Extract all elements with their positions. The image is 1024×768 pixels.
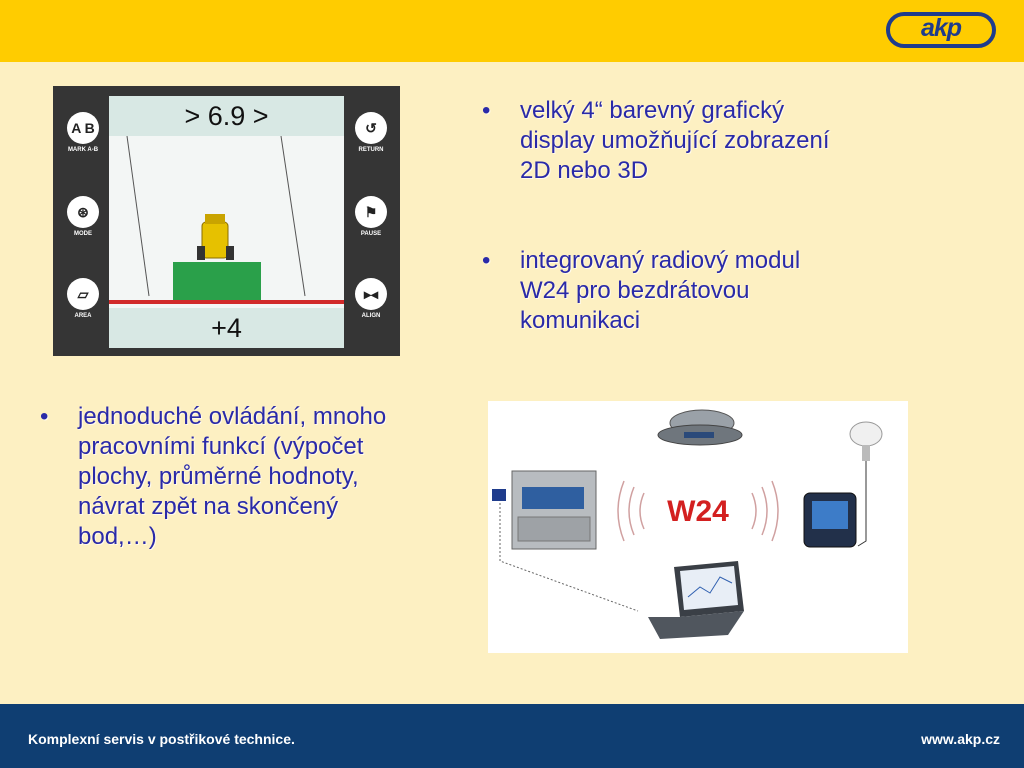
- antenna-icon: [849, 421, 883, 461]
- field-view: [109, 136, 344, 308]
- tractor-icon: [197, 214, 234, 260]
- bullet-line: velký 4“ barevný grafický: [520, 97, 785, 124]
- laptop-icon: [648, 561, 744, 639]
- radio-waves: [617, 480, 779, 542]
- bullet-display: • velký 4“ barevný grafický display umož…: [482, 96, 902, 192]
- w24-label: W24: [667, 495, 729, 528]
- bullet-line: integrovaný radiový modul: [520, 247, 801, 274]
- bullet-line: W24 pro bezdrátovou: [520, 277, 750, 304]
- bullet-line: plochy, průměrné hodnoty,: [78, 463, 359, 490]
- footer-website-link[interactable]: www.akp.cz: [921, 731, 1000, 747]
- handheld-terminal-icon: [803, 492, 857, 548]
- footer-slogan: Komplexní servis v postřikové technice.: [28, 731, 295, 747]
- control-box-icon: [492, 470, 597, 550]
- align-button: ▸◂ ALIGN: [347, 278, 395, 319]
- w24-wireless-diagram: W24: [488, 401, 908, 653]
- pause-label: PAUSE: [360, 231, 382, 237]
- guidance-offset-readout: > 6.9 >: [109, 96, 344, 136]
- bullet-radio-module: • integrovaný radiový modul W24 pro bezd…: [482, 246, 902, 342]
- align-label: ALIGN: [361, 313, 381, 319]
- logo-text: akp: [920, 14, 962, 42]
- mark-ab-button: A B MARK A-B: [59, 112, 107, 153]
- bullet-line: návrat zpět na skončený: [78, 493, 339, 520]
- bullet-line: pracovními funkcí (výpočet: [78, 433, 364, 460]
- guidance-display-image: A B MARK A-B ⊛ MODE ▱ AREA ↺ RETURN ⚑ PA…: [53, 86, 400, 356]
- bullet-controls: • jednoduché ovládání, mnoho pracovními …: [40, 402, 460, 562]
- area-button: ▱ AREA: [59, 278, 107, 319]
- header-bar: [0, 0, 1024, 62]
- gps-receiver-icon: [657, 409, 743, 446]
- mode-label: MODE: [74, 231, 92, 237]
- bullet-line: 2D nebo 3D: [520, 157, 649, 184]
- covered-area: [173, 262, 261, 300]
- mark-ab-icon: A B: [67, 112, 99, 144]
- boom-line: [109, 300, 344, 304]
- bullet-line: bod,…): [78, 523, 157, 550]
- mark-ab-label: MARK A-B: [67, 147, 99, 153]
- flag-icon: ⚑: [355, 196, 387, 228]
- guidance-line-number: +4: [109, 308, 344, 348]
- align-icon: ▸◂: [355, 278, 387, 310]
- bullet-line: komunikaci: [520, 307, 641, 334]
- area-label: AREA: [74, 313, 92, 319]
- display-screen: > 6.9 > +4: [109, 96, 344, 348]
- bullet-dot: •: [482, 247, 491, 274]
- return-button: ↺ RETURN: [347, 112, 395, 153]
- area-icon: ▱: [67, 278, 99, 310]
- bullet-line: jednoduché ovládání, mnoho: [78, 403, 387, 430]
- pause-button: ⚑ PAUSE: [347, 196, 395, 237]
- mode-button: ⊛ MODE: [59, 196, 107, 237]
- return-icon: ↺: [355, 112, 387, 144]
- footer-bar: [0, 704, 1024, 768]
- steering-wheel-icon: ⊛: [67, 196, 99, 228]
- bullet-dot: •: [40, 403, 49, 430]
- return-label: RETURN: [358, 147, 384, 153]
- akp-logo: akp: [886, 12, 996, 48]
- bullet-line: display umožňující zobrazení: [520, 127, 830, 154]
- bullet-dot: •: [482, 97, 491, 124]
